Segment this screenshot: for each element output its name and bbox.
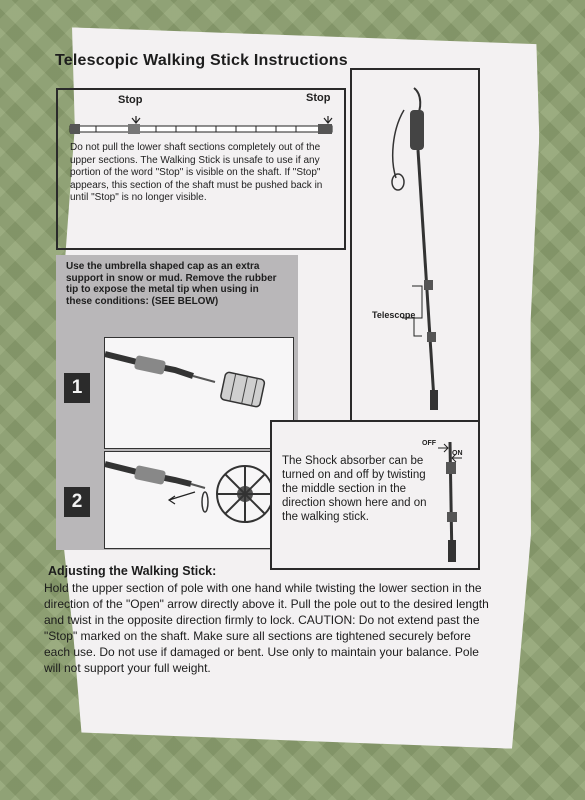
rubber-tip-removal-image bbox=[104, 351, 266, 408]
shaft-stop-diagram bbox=[69, 116, 333, 134]
stop-label-right: Stop bbox=[306, 92, 331, 104]
shock-absorber-box: OFF ON The Shock absorber can be turned … bbox=[270, 420, 480, 570]
off-label: OFF bbox=[422, 440, 436, 447]
adjusting-title: Adjusting the Walking Stick: bbox=[48, 564, 217, 578]
step-2-illustration bbox=[104, 451, 294, 549]
step-2-badge: 2 bbox=[64, 487, 90, 517]
page-title: Telescopic Walking Stick Instructions bbox=[55, 52, 348, 69]
on-label: ON bbox=[452, 450, 463, 457]
stop-warning-text: Do not pull the lower shaft sections com… bbox=[70, 142, 323, 203]
shock-absorber-text: The Shock absorber can be turned on and … bbox=[282, 455, 427, 523]
telescope-diagram-box: Telescope bbox=[350, 68, 480, 430]
umbrella-cap-attach-image bbox=[104, 461, 274, 523]
stop-warning-box: Stop Stop Do not pull the lower shaft se… bbox=[56, 88, 346, 250]
walking-stick-illustration bbox=[391, 87, 438, 410]
telescope-label: Telescope bbox=[372, 310, 416, 320]
adjusting-text: Hold the upper section of pole with one … bbox=[44, 581, 489, 675]
umbrella-cap-text: Use the umbrella shaped cap as an extra … bbox=[66, 261, 277, 307]
shock-switch-illustration bbox=[438, 441, 462, 563]
step-1-illustration bbox=[104, 337, 294, 449]
step-1-badge: 1 bbox=[64, 373, 90, 403]
umbrella-cap-panel: Use the umbrella shaped cap as an extra … bbox=[56, 255, 298, 550]
stop-label-left: Stop bbox=[118, 94, 143, 106]
